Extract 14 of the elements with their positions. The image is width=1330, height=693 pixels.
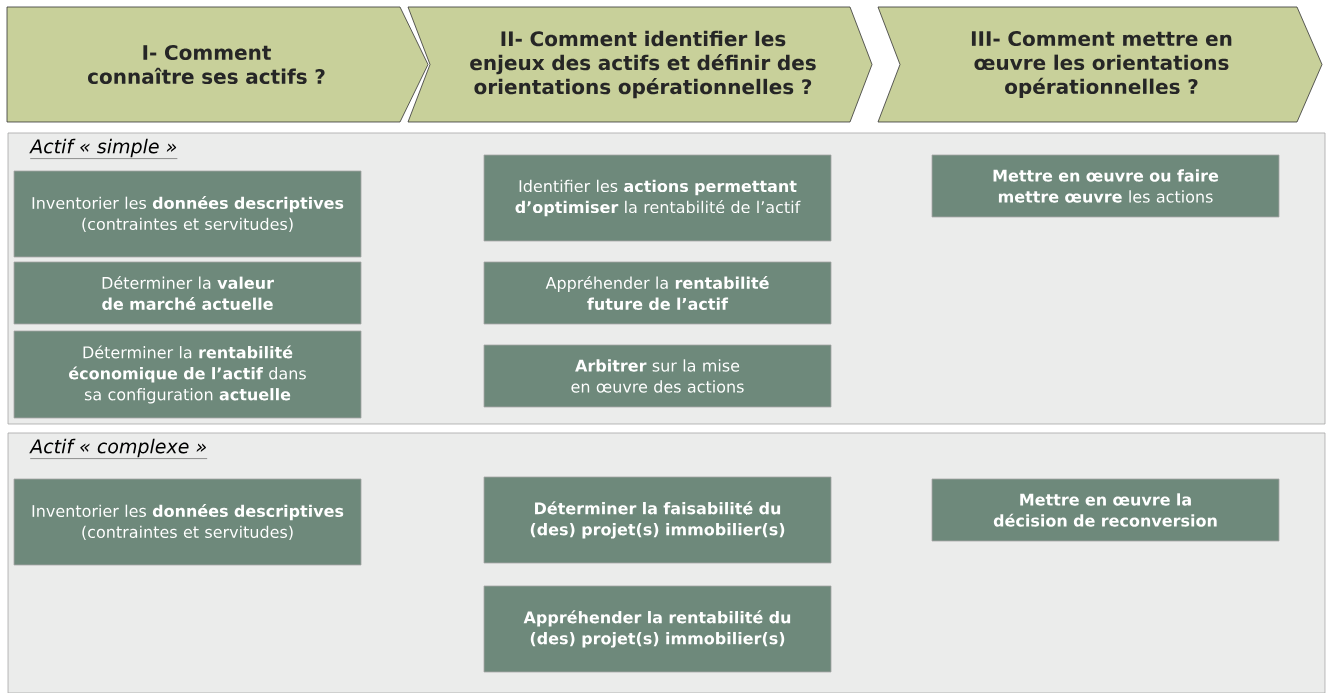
chevron-step: II- Comment identifier les enjeux des actifs et définir des orientations opérationnelles ? [407,6,873,123]
step-box: Arbitrer sur la mise en œuvre des actions [483,344,832,408]
step-box: Appréhender la rentabilité du (des) projet(s) immobilier(s) [483,585,832,673]
step-box: Déterminer la valeur de marché actuelle [13,261,362,325]
step-box: Appréhender la rentabilité future de l’actif [483,261,832,325]
step-box: Inventorier les données descriptives (contraintes et servitudes) [13,170,362,258]
step-box: Identifier les actions permettant d’optimiser la rentabilité de l’actif [483,154,832,242]
step-box: Mettre en œuvre la décision de reconversion [931,478,1280,542]
chevron-step: III- Comment mettre en œuvre les orientations opérationnelles ? [877,6,1323,123]
step-box: Mettre en œuvre ou faire mettre œuvre les actions [931,154,1280,218]
chevron-step: I- Comment connaître ses actifs ? [6,6,429,123]
step-box: Déterminer la rentabilité économique de l’actif dans sa configuration actuelle [13,330,362,419]
step-box: Déterminer la faisabilité du (des) projet(s) immobilier(s) [483,476,832,564]
step-box: Inventorier les données descriptives (contraintes et servitudes) [13,478,362,566]
